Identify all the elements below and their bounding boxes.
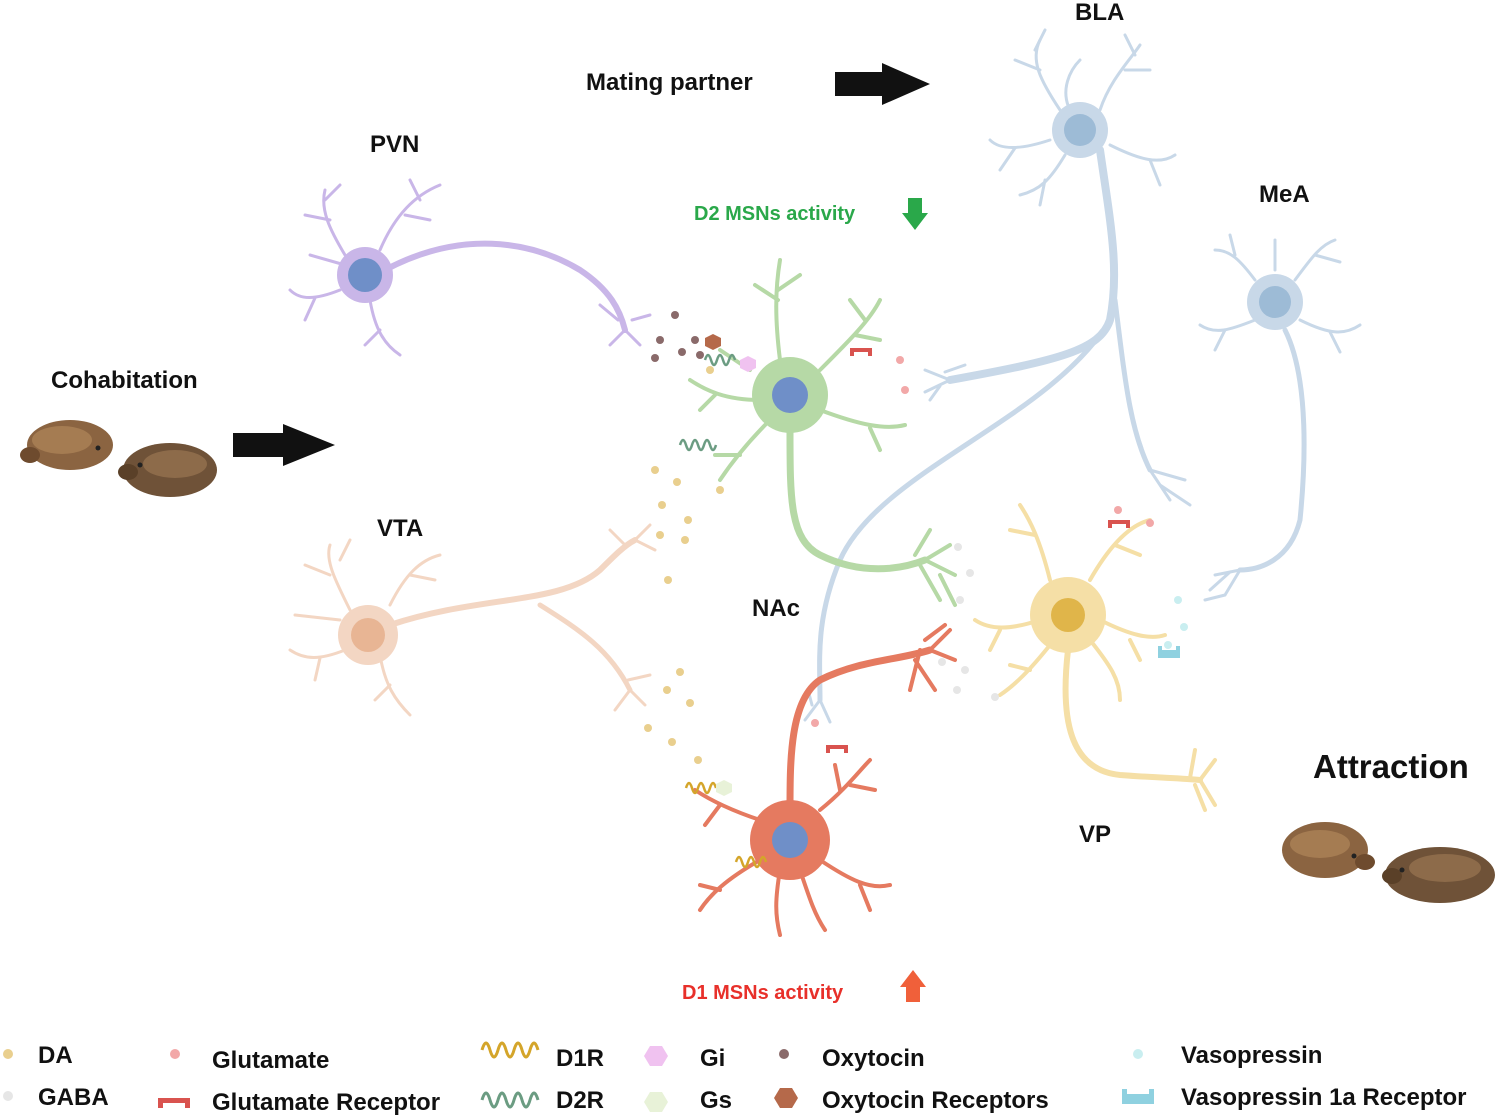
mating-partner-label: Mating partner [586, 69, 753, 96]
legend-da-label: DA [38, 1042, 73, 1069]
legend-gi-label: Gi [700, 1045, 725, 1072]
legend-oxytocin-receptors-icon [774, 1088, 798, 1108]
legend-vasopressin-label: Vasopressin [1181, 1042, 1322, 1069]
oxytocin-receptor-icon [705, 334, 721, 350]
gs-protein-icon [716, 780, 732, 796]
d2-msn-neuron [688, 258, 957, 607]
legend-glutamate-receptor-icon [158, 1098, 190, 1108]
legend-d1r-icon [480, 1041, 540, 1059]
legend-oxytocin-icon [779, 1049, 789, 1059]
glutamate-dots [811, 356, 1154, 727]
legend-oxytocin-label: Oxytocin [822, 1045, 925, 1072]
vole-pair-cohabitation-icon [20, 420, 217, 497]
mea-label: MeA [1259, 181, 1310, 208]
vp-label: VP [1079, 821, 1111, 848]
glutamate-receptor-icon [826, 348, 1130, 753]
mating-partner-arrow-icon [835, 63, 930, 105]
dopamine-dots [644, 366, 724, 764]
gaba-dots [938, 543, 999, 701]
legend-d1r-label: D1R [556, 1045, 604, 1072]
legend: DA GABA Glutamate Glutamate Receptor D1R… [3, 1041, 1466, 1116]
cohabitation-label: Cohabitation [51, 367, 198, 394]
mea-nucleus [1259, 286, 1291, 318]
legend-gaba-icon [3, 1091, 13, 1101]
oxytocin-dots [651, 311, 704, 362]
legend-oxytocin-receptors-label: Oxytocin Receptors [822, 1087, 1049, 1114]
d2-msn-nucleus [772, 377, 808, 413]
legend-d2r-label: D2R [556, 1087, 604, 1114]
vasopressin-dots [1164, 596, 1188, 649]
vta-label: VTA [377, 515, 423, 542]
attraction-label: Attraction [1313, 748, 1469, 785]
activity-down-arrow-icon [902, 198, 928, 230]
bla-label: BLA [1075, 0, 1124, 26]
d1-msn-neuron [693, 623, 957, 937]
bla-neuron [803, 28, 1192, 724]
legend-vasopressin-icon [1133, 1049, 1143, 1059]
legend-da-icon [3, 1049, 13, 1059]
legend-glutamate-icon [170, 1049, 180, 1059]
d1-activity-label: D1 MSNs activity [682, 982, 844, 1004]
cohabitation-arrow-icon [233, 424, 335, 466]
gi-protein-icon [740, 356, 756, 372]
nac-label: NAc [752, 595, 800, 622]
d2-receptor-icon [678, 353, 737, 452]
d1-msn-nucleus [772, 822, 808, 858]
legend-gaba-label: GABA [38, 1084, 109, 1111]
legend-d2r-icon [480, 1091, 540, 1109]
legend-gs-icon [644, 1092, 668, 1112]
d2-activity-label: D2 MSNs activity [694, 203, 856, 225]
legend-glutamate-label: Glutamate [212, 1047, 329, 1074]
bla-nucleus [1064, 114, 1096, 146]
activity-up-arrow-icon [900, 970, 926, 1002]
d1-receptor-icon [684, 781, 768, 869]
vasopressin-receptor-icon [1158, 646, 1180, 658]
legend-gi-icon [644, 1046, 668, 1066]
pvn-label: PVN [370, 131, 419, 158]
pvn-nucleus [348, 258, 382, 292]
vta-nucleus [351, 618, 385, 652]
legend-vasopressin-receptor-label: Vasopressin 1a Receptor [1181, 1084, 1466, 1111]
vta-neuron [288, 523, 657, 717]
legend-gs-label: Gs [700, 1087, 732, 1114]
pvn-neuron [288, 178, 652, 357]
vole-pair-attraction-icon [1282, 822, 1495, 903]
legend-glutamate-receptor-label: Glutamate Receptor [212, 1089, 440, 1116]
legend-vasopressin-receptor-icon [1122, 1089, 1154, 1104]
vp-nucleus [1051, 598, 1085, 632]
